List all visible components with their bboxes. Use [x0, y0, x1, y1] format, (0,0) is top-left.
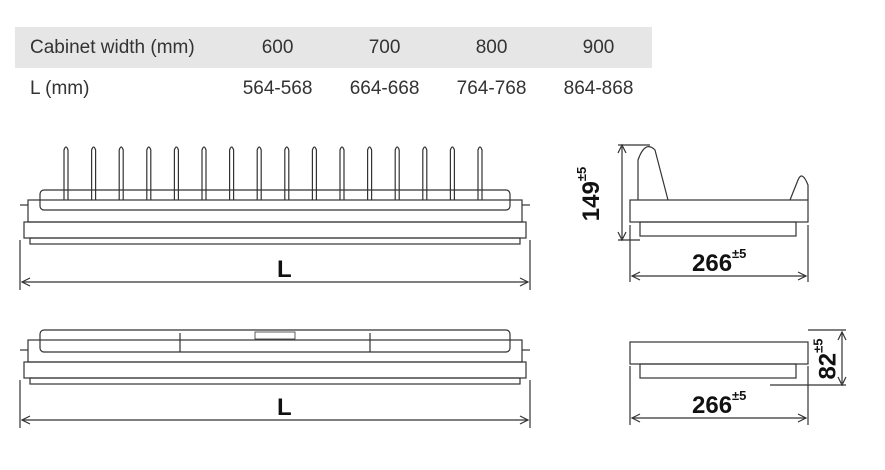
table-header-row: Cabinet width (mm) 600 700 800 900 — [15, 27, 652, 68]
header-cell: 600 — [261, 36, 294, 58]
divider-rod — [339, 146, 345, 200]
header-cell: 700 — [368, 36, 401, 58]
divider-rod — [367, 146, 373, 200]
divider-rod — [422, 146, 428, 200]
header-cell: 800 — [475, 36, 508, 58]
height-dimension: 149±5 — [574, 167, 606, 222]
width-value: 266 — [692, 392, 733, 419]
width-tolerance: ±5 — [732, 388, 747, 403]
divider-rod — [229, 146, 235, 200]
width-dimension: 266±5 — [692, 246, 746, 278]
header-cell: 900 — [582, 36, 615, 58]
table-cell: 764-768 — [456, 77, 527, 99]
length-label: L — [277, 256, 292, 283]
height-tolerance: ±5 — [810, 338, 826, 353]
table-cell: 864-868 — [563, 77, 634, 99]
divider-rod — [63, 146, 69, 200]
divider-rod — [256, 146, 262, 200]
divider-rod — [477, 146, 483, 200]
divider-rod — [91, 146, 97, 200]
divider-rod — [449, 146, 455, 200]
width-tolerance: ±5 — [732, 246, 747, 261]
divider-rod — [311, 146, 317, 200]
divider-rod — [284, 146, 290, 200]
row-label: L (mm) — [30, 77, 90, 99]
plate-rack-front-view — [19, 146, 531, 290]
height-tolerance: ±5 — [574, 166, 590, 182]
divider-rod — [201, 146, 207, 200]
table-cell: 564-568 — [242, 77, 313, 99]
dimension-table: Cabinet width (mm) 600 700 800 900 L (mm… — [15, 27, 652, 109]
header-label: Cabinet width (mm) — [30, 36, 195, 58]
divider-rod — [173, 146, 179, 200]
length-label: L — [277, 394, 292, 421]
divider-rod — [118, 146, 124, 200]
plate-rack-drying-front-view — [19, 329, 531, 428]
height-value: 82 — [814, 352, 842, 380]
width-value: 266 — [692, 250, 733, 277]
width-dimension: 266±5 — [692, 388, 746, 420]
side-view-drying-rack — [629, 329, 847, 425]
height-value: 149 — [578, 181, 606, 222]
divider-rod — [394, 146, 400, 200]
table-row: L (mm) 564-568 664-668 764-768 864-868 — [15, 68, 652, 109]
height-dimension: 82±5 — [811, 338, 843, 380]
divider-rod — [146, 146, 152, 200]
table-cell: 664-668 — [349, 77, 420, 99]
side-view-rack — [617, 143, 809, 282]
